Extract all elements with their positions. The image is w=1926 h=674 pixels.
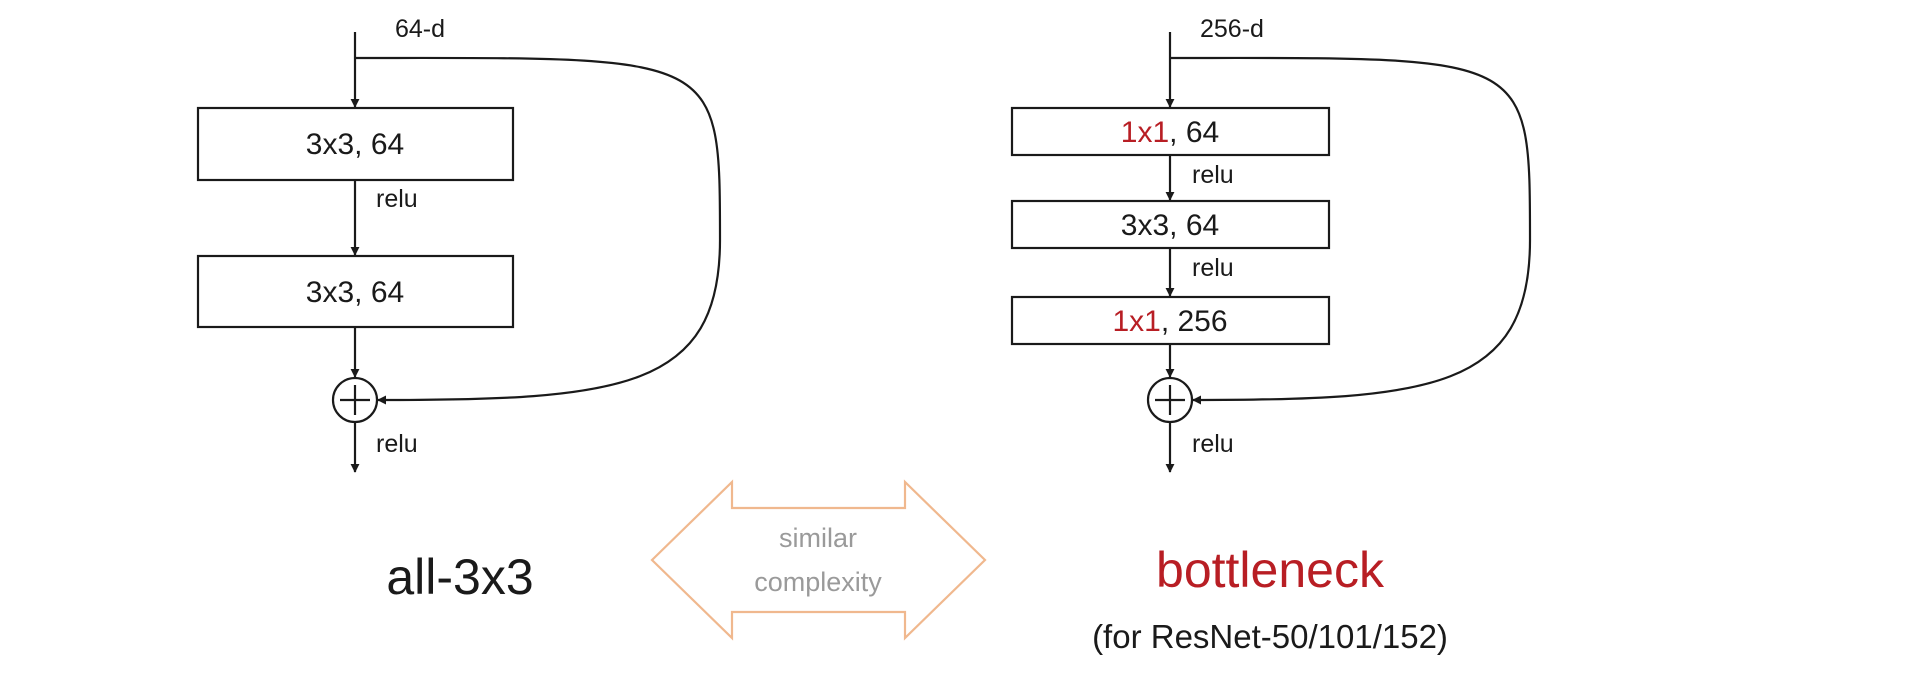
left-layer2-label: 3x3, 64 <box>306 276 404 309</box>
right-layer3-box <box>1010 295 1331 346</box>
right-add-icon <box>1146 376 1194 424</box>
left-relu1-label: relu <box>376 185 418 213</box>
right-layer1-label: 1x1, 64 <box>1121 116 1219 149</box>
right-layer2-box <box>1010 199 1331 250</box>
left-skip-connection <box>354 56 722 405</box>
right-block: 256-d 1x1, 64 relu 3x3, 64 relu 1x1, 256… <box>1010 15 1532 655</box>
left-layer1-label: 3x3, 64 <box>306 128 404 161</box>
right-layer2-label: 3x3, 64 <box>1121 209 1219 242</box>
comparison-double-arrow: similar complexity <box>650 479 987 641</box>
left-block: 64-d 3x3, 64 relu 3x3, 64 relu all-3x3 <box>196 15 722 605</box>
right-layer3-kernel: 1x1 <box>1112 305 1160 338</box>
right-layer3-rest: , 256 <box>1161 305 1228 338</box>
right-relu-out-label: relu <box>1192 430 1234 458</box>
comparison-line1: similar <box>779 523 857 553</box>
right-relu1-label: relu <box>1192 161 1234 189</box>
left-relu-out-label: relu <box>376 430 418 458</box>
right-layer1-box <box>1010 106 1331 157</box>
right-subcaption: (for ResNet-50/101/152) <box>1092 618 1448 655</box>
left-input-label: 64-d <box>395 15 445 43</box>
right-layer3-label: 1x1, 256 <box>1112 305 1227 338</box>
left-layer2-box <box>196 254 515 329</box>
left-caption: all-3x3 <box>386 549 533 605</box>
left-add-icon <box>331 376 379 424</box>
right-layer1-rest: , 64 <box>1169 116 1219 149</box>
double-arrow-shape <box>650 479 987 641</box>
right-relu2-label: relu <box>1192 254 1234 282</box>
right-caption: bottleneck <box>1156 542 1385 598</box>
comparison-line2: complexity <box>754 567 882 597</box>
right-skip-connection <box>1169 56 1532 405</box>
right-layer1-kernel: 1x1 <box>1121 116 1169 149</box>
right-input-label: 256-d <box>1200 15 1264 43</box>
